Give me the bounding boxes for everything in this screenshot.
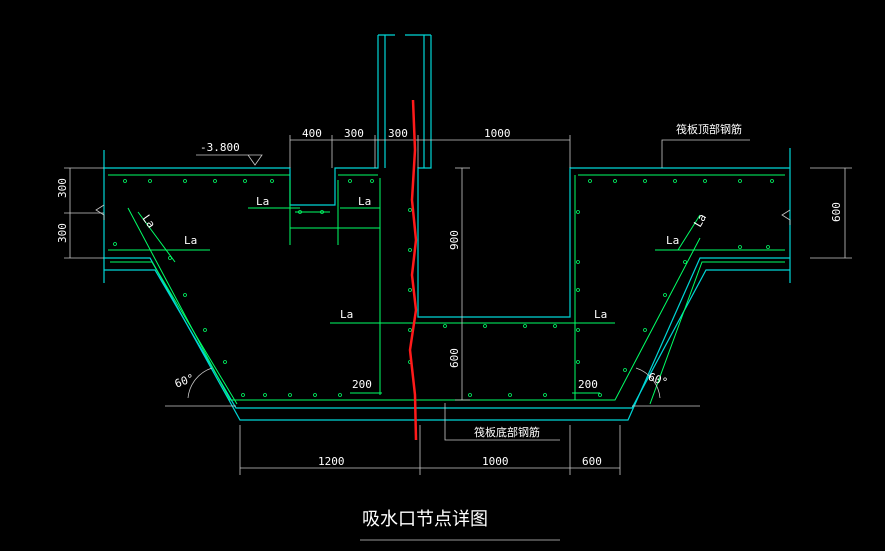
la-label-5: La xyxy=(340,308,353,321)
dim-600-bottom: 600 xyxy=(582,455,602,468)
angle-arc-left xyxy=(187,367,213,399)
dimension-lines xyxy=(64,135,852,541)
dim-300-a: 300 xyxy=(344,127,364,140)
top-rebar-label: 筏板顶部钢筋 xyxy=(676,122,742,136)
slab-bottom-profile-inner xyxy=(104,269,790,409)
slope-rebar-left xyxy=(110,261,238,405)
break-symbol-right xyxy=(781,209,791,225)
drawing-title: 吸水口节点详图 xyxy=(362,509,488,530)
leader-bottom-rebar xyxy=(444,403,560,441)
dim-200-left: 200 xyxy=(352,378,372,391)
la-label-4: La xyxy=(666,234,679,247)
la-label-6: La xyxy=(594,308,607,321)
slab-bottom-profile xyxy=(104,257,790,421)
dim-300-left-bot: 300 xyxy=(56,223,69,243)
angle-label-left: 60° xyxy=(173,371,196,390)
dim-400: 400 xyxy=(302,127,322,140)
angle-arc-right xyxy=(635,367,661,399)
elevation-label: -3.800 xyxy=(200,141,240,154)
bottom-rebar-profile xyxy=(127,207,701,401)
slab-top-right-edge xyxy=(417,35,790,318)
rebar-dots xyxy=(113,179,774,397)
la-slope-right xyxy=(677,214,701,251)
la-label-3: La xyxy=(184,234,197,247)
la-slope-left xyxy=(137,211,176,263)
break-symbol-left xyxy=(95,204,105,220)
dim-1200-bottom: 1200 xyxy=(318,455,345,468)
leader-top-rebar xyxy=(661,139,750,168)
concrete-outline xyxy=(103,34,791,421)
angle-arcs xyxy=(187,367,661,399)
la-label-slope-right: La xyxy=(691,212,709,230)
dim-200-right: 200 xyxy=(578,378,598,391)
la-label-slope-left: La xyxy=(140,212,158,230)
rebar-lines xyxy=(108,174,785,405)
red-break-line xyxy=(408,99,418,441)
dim-300-left-top: 300 xyxy=(56,178,69,198)
bottom-rebar-label: 筏板底部钢筋 xyxy=(474,425,540,439)
dim-1000-bottom: 1000 xyxy=(482,455,509,468)
la-label-1: La xyxy=(256,195,269,208)
dim-600-right: 600 xyxy=(830,202,843,222)
dim-900: 900 xyxy=(448,230,461,250)
slab-top-left-edge xyxy=(104,35,379,206)
la-label-2: La xyxy=(358,195,371,208)
angle-label-right: 60° xyxy=(646,370,669,389)
dim-300-b: 300 xyxy=(388,127,408,140)
slope-rebar-right xyxy=(649,261,785,405)
dim-1000-top: 1000 xyxy=(484,127,511,140)
dim-600-mid: 600 xyxy=(448,348,461,368)
